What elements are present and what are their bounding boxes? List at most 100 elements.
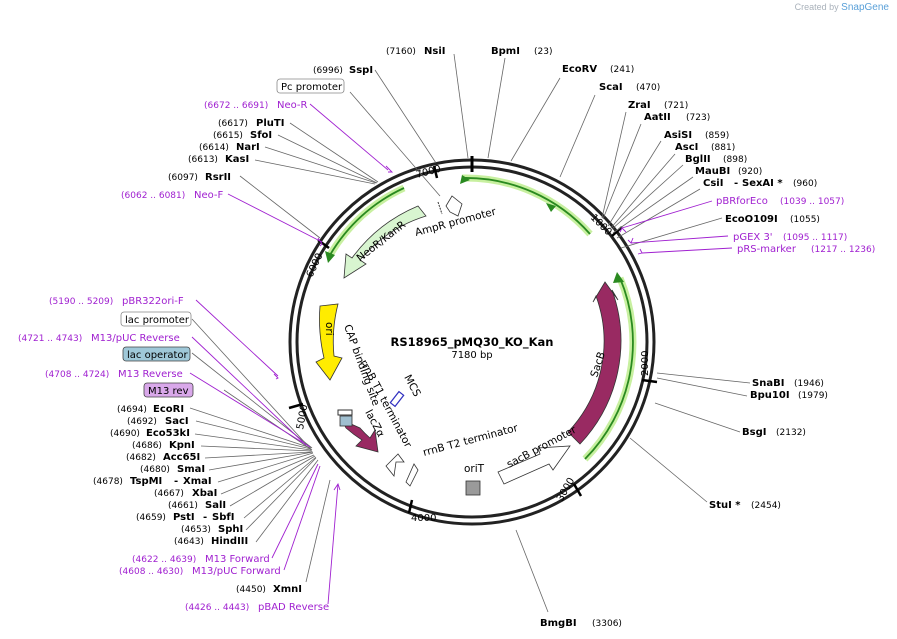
enzyme-position: (4692)	[127, 417, 157, 427]
primer-position: (5190 .. 5209)	[49, 297, 113, 307]
enzyme-xmni[interactable]: (4450) XmnI	[236, 584, 302, 595]
primer-position: (4426 .. 4443)	[185, 603, 249, 613]
tick-label-5000: 5000	[295, 404, 310, 431]
primer-m13-forward[interactable]: (4622 .. 4639) M13 Forward	[132, 554, 270, 565]
enzyme-name: ScaI	[599, 82, 623, 93]
feature-mcs[interactable]: MCS	[389, 373, 423, 408]
enzyme-maubi[interactable]: MauBI (920)	[695, 166, 762, 177]
primer-binding-arrows	[325, 174, 637, 462]
enzyme-aatii[interactable]: AatII (723)	[644, 112, 710, 123]
enzyme-name: ZraI	[628, 100, 651, 111]
primer-name: pBAD Reverse	[258, 602, 329, 613]
enzyme-bpmi[interactable]: BpmI (23)	[491, 46, 552, 57]
enzyme-bglii[interactable]: BglII (898)	[685, 154, 747, 165]
enzyme-name: BpmI	[491, 46, 520, 57]
enzyme-ecori[interactable]: (4694) EcoRI	[117, 404, 184, 415]
enzyme-name: AatII	[644, 112, 671, 123]
enzyme-sphi[interactable]: (4653) SphI	[181, 524, 243, 535]
enzyme-stui[interactable]: StuI * (2454)	[709, 500, 781, 511]
tick-label-3000: 3000	[555, 476, 577, 504]
enzyme-sfoi[interactable]: (6615) SfoI	[213, 130, 272, 141]
enzyme-ecorv[interactable]: EcoRV (241)	[562, 64, 634, 75]
enzyme-sali[interactable]: (4661) SalI	[168, 500, 226, 511]
enzyme-name: SphI	[218, 524, 243, 535]
enzyme-xbai[interactable]: (4667) XbaI	[154, 488, 217, 499]
primer-prs-marker[interactable]: pRS-marker (1217 .. 1236)	[737, 244, 875, 255]
primer-name: Neo-F	[194, 190, 224, 201]
enzyme-position: (4694)	[117, 405, 147, 415]
boxed-label-text: M13 rev	[148, 386, 189, 397]
enzyme-separator: -	[174, 476, 178, 487]
position-ticks	[288, 165, 658, 514]
enzyme-sspi[interactable]: (6996) SspI	[313, 65, 373, 76]
boxed-label-lac-promoter[interactable]: lac promoter	[120, 311, 192, 327]
enzyme-name: BglII	[685, 154, 711, 165]
enzyme-eco53ki[interactable]: (4690) Eco53kI	[110, 428, 190, 439]
enzyme-zrai[interactable]: ZraI (721)	[628, 100, 688, 111]
enzyme-name: SalI	[205, 500, 226, 511]
enzyme-bmgbi[interactable]: BmgBI (3306)	[540, 618, 622, 629]
feature-orit[interactable]: oriT	[464, 463, 485, 496]
primer-position: (4708 .. 4724)	[45, 370, 109, 380]
enzyme-smai[interactable]: (4680) SmaI	[140, 464, 205, 475]
primer-position: (6062 .. 6081)	[121, 191, 185, 201]
boxed-label-pc-promoter[interactable]: Pc promoter	[276, 78, 345, 94]
primer-m13-reverse[interactable]: (4708 .. 4724) M13 Reverse	[45, 369, 183, 380]
enzyme-name: KasI	[225, 154, 249, 165]
enzyme-tspmi-xmai[interactable]: (4678) TspMI - XmaI	[93, 476, 212, 487]
enzyme-acc65i[interactable]: (4682) Acc65I	[126, 452, 200, 463]
enzyme-name: TspMI	[130, 476, 162, 487]
enzyme-position: (1055)	[790, 215, 820, 225]
enzyme-nsii[interactable]: (7160) NsiI	[386, 46, 445, 57]
enzyme-asci[interactable]: AscI (881)	[675, 142, 735, 153]
enzyme-name: StuI *	[709, 500, 741, 511]
feature-ampr-promoter[interactable]: AmpR promoter	[414, 195, 498, 239]
primer-neo-r[interactable]: (6672 .. 6691) Neo-R	[204, 100, 308, 111]
enzyme-kpni[interactable]: (4686) KpnI	[132, 440, 195, 451]
primer-pbad-reverse[interactable]: (4426 .. 4443) pBAD Reverse	[185, 602, 329, 613]
enzyme-ecoo109i[interactable]: EcoO109I (1055)	[725, 214, 820, 225]
enzyme-scai[interactable]: ScaI (470)	[599, 82, 660, 93]
primer-name: pRS-marker	[737, 244, 797, 255]
enzyme-bpu10i[interactable]: Bpu10I (1979)	[750, 390, 828, 401]
boxed-label-text: lac operator	[127, 350, 188, 361]
enzyme-asisi[interactable]: AsiSI (859)	[664, 130, 729, 141]
boxed-label-lac-operator[interactable]: lac operator	[122, 346, 191, 362]
enzyme-name: BsgI	[742, 427, 766, 438]
feature-ori[interactable]: ori	[315, 303, 343, 381]
enzyme-csii-sexai[interactable]: CsiI - SexAI * (960)	[703, 178, 817, 189]
feature-sacb[interactable]: SacB	[567, 281, 622, 445]
enzyme-name: NsiI	[424, 46, 445, 57]
enzyme-position: (881)	[711, 143, 735, 153]
primer-pbr322ori-f[interactable]: (5190 .. 5209) pBR322ori-F	[49, 296, 184, 307]
boxed-label-m13-rev[interactable]: M13 rev	[143, 382, 194, 398]
enzyme-kasi[interactable]: (6613) KasI	[188, 154, 249, 165]
primer-neo-f[interactable]: (6062 .. 6081) Neo-F	[121, 190, 224, 201]
primer-m13-puc-forward[interactable]: (4608 .. 4630) M13/pUC Forward	[119, 566, 281, 577]
enzyme-nari[interactable]: (6614) NarI	[199, 142, 260, 153]
enzyme-position: (920)	[738, 167, 762, 177]
enzyme-hindiii[interactable]: (4643) HindIII	[174, 536, 248, 547]
primer-position: (4608 .. 4630)	[119, 567, 183, 577]
enzyme-name: SmaI	[177, 464, 205, 475]
enzyme-name: KpnI	[169, 440, 195, 451]
enzyme-position: (4690)	[110, 429, 140, 439]
enzyme-saci[interactable]: (4692) SacI	[127, 416, 189, 427]
boxed-label-text: lac promoter	[125, 315, 190, 326]
primer-name: pGEX 3'	[733, 232, 773, 243]
enzyme-position: (3306)	[592, 619, 622, 629]
enzyme-rsrii[interactable]: (6097) RsrII	[168, 172, 231, 183]
enzyme-name: EcoRI	[153, 404, 184, 415]
primer-pbrforeco[interactable]: pBRforEco (1039 .. 1057)	[716, 196, 844, 207]
enzyme-pluti[interactable]: (6617) PluTI	[218, 118, 284, 129]
primer-m13-puc-reverse[interactable]: (4721 .. 4743) M13/pUC Reverse	[18, 333, 180, 344]
enzyme-psti-sbfi[interactable]: (4659) PstI - SbfI	[136, 512, 234, 523]
enzyme-position: (23)	[534, 47, 552, 57]
primer-position: (4721 .. 4743)	[18, 334, 82, 344]
feature-label-neor: NeoR/KanR	[354, 219, 408, 265]
enzyme-snabi[interactable]: SnaBI (1946)	[752, 378, 824, 389]
primer-pgex-3[interactable]: pGEX 3' (1095 .. 1117)	[733, 232, 847, 243]
enzyme-name: Bpu10I	[750, 390, 790, 401]
enzyme-bsgi[interactable]: BsgI (2132)	[742, 427, 806, 438]
enzyme-name: AsiSI	[664, 130, 692, 141]
